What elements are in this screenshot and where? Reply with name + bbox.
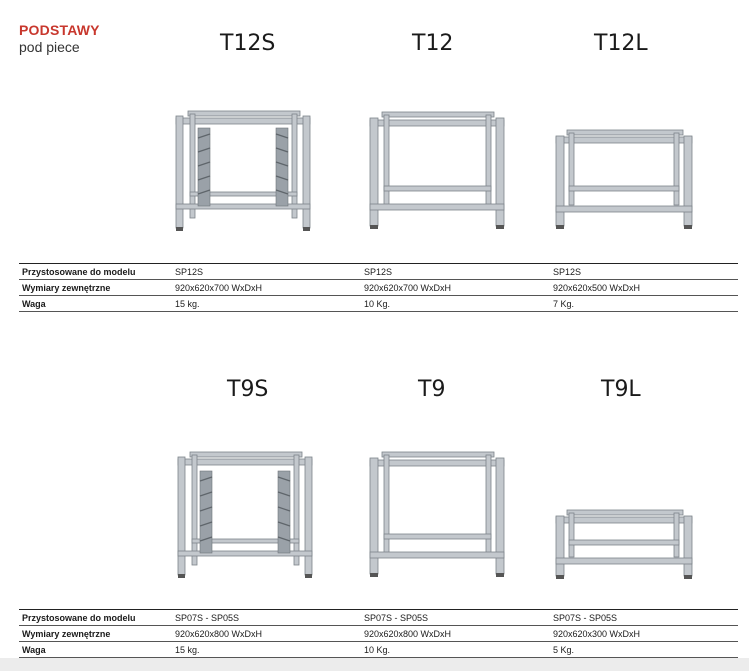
model-title-t9s: T9S [227,377,269,402]
spec-table-bottom: Przystosowane do modelu SP07S - SP05S SP… [19,609,738,658]
stand-image-t9 [366,450,508,578]
cell-value: 10 Kg. [361,641,550,658]
cell-value: SP12S [361,263,550,280]
cell-value: SP07S - SP05S [361,609,550,626]
cell-value: 15 kg. [172,295,361,312]
model-title-t9l: T9L [601,377,641,402]
page-footer-band [0,658,749,671]
cell-value: 920x620x700 WxDxH [361,279,550,296]
cell-value: 7 Kg. [550,295,738,312]
table-row: Wymiary zewnętrzne 920x620x800 WxDxH 920… [19,625,738,642]
stand-image-t12 [366,110,508,230]
cell-value: SP12S [172,263,361,280]
row-label: Waga [19,295,172,312]
stand-image-t9l [553,508,695,580]
row-label: Przystosowane do modelu [19,263,172,280]
table-row: Waga 15 kg. 10 Kg. 5 Kg. [19,641,738,658]
model-title-t12s: T12S [220,31,276,56]
stand-image-t12l [553,128,695,230]
cell-value: 920x620x300 WxDxH [550,625,738,642]
table-row: Przystosowane do modelu SP12S SP12S SP12… [19,263,738,280]
cell-value: 920x620x500 WxDxH [550,279,738,296]
cell-value: SP07S - SP05S [550,609,738,626]
model-title-t9: T9 [418,377,446,402]
cell-value: 920x620x800 WxDxH [172,625,361,642]
section-title: PODSTAWY [19,22,100,38]
row-label: Przystosowane do modelu [19,609,172,626]
stand-image-t9s [170,449,320,579]
model-title-t12: T12 [412,31,454,56]
table-row: Przystosowane do modelu SP07S - SP05S SP… [19,609,738,626]
cell-value: SP12S [550,263,738,280]
stand-image-t12s [168,108,318,232]
model-title-t12l: T12L [594,31,648,56]
row-label: Waga [19,641,172,658]
cell-value: 15 kg. [172,641,361,658]
row-label: Wymiary zewnętrzne [19,279,172,296]
catalog-header: PODSTAWY pod piece [19,22,100,56]
row-label: Wymiary zewnętrzne [19,625,172,642]
section-subtitle: pod piece [19,39,80,55]
cell-value: 10 Kg. [361,295,550,312]
table-row: Waga 15 kg. 10 Kg. 7 Kg. [19,295,738,312]
spec-table-top: Przystosowane do modelu SP12S SP12S SP12… [19,263,738,312]
table-row: Wymiary zewnętrzne 920x620x700 WxDxH 920… [19,279,738,296]
cell-value: 920x620x700 WxDxH [172,279,361,296]
cell-value: 920x620x800 WxDxH [361,625,550,642]
cell-value: SP07S - SP05S [172,609,361,626]
cell-value: 5 Kg. [550,641,738,658]
